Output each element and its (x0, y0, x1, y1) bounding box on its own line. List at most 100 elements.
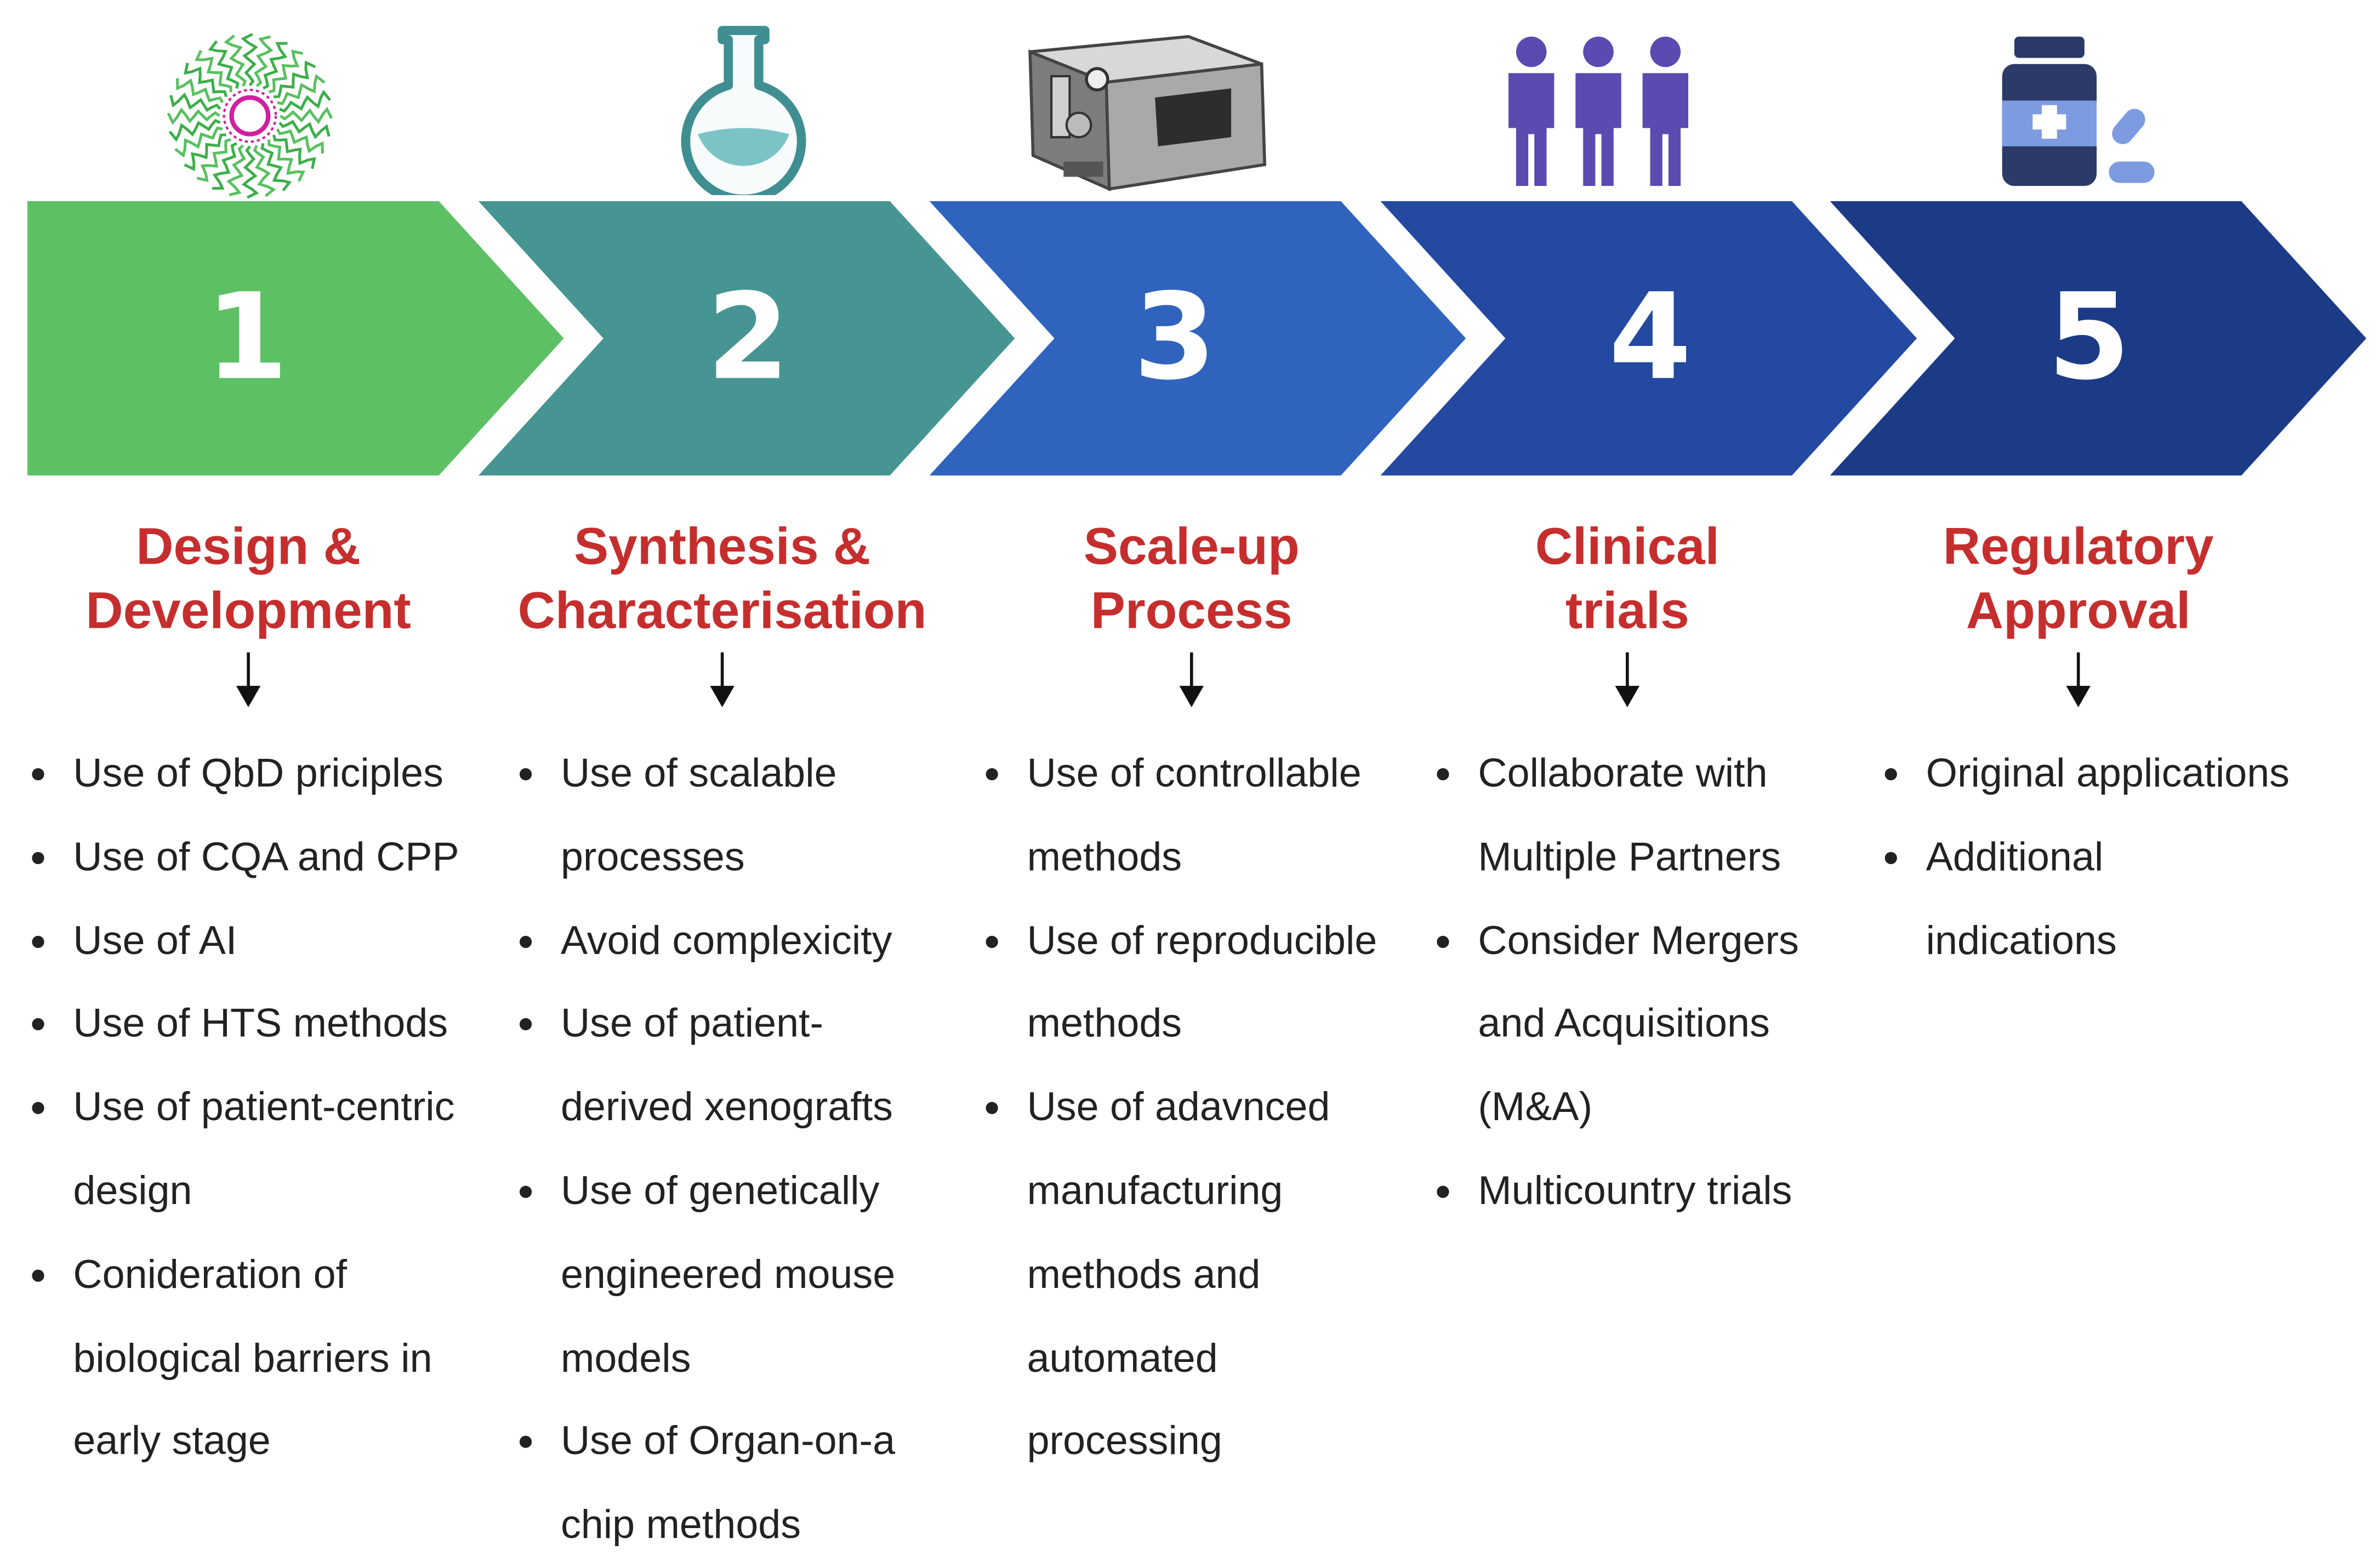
step-number-2: 2 (707, 268, 789, 406)
bullet-item-line: Additional (1926, 833, 2104, 879)
down-arrow-icon (2066, 652, 2091, 707)
bullet-item: Use of patient-centric design (27, 1066, 469, 1233)
stage-title-line: Regulatory (1943, 518, 2214, 576)
bullet-item-line: Multicountry trials (1478, 1167, 1792, 1213)
down-arrow-icon (1179, 652, 1204, 707)
chevron-step-1 (27, 201, 564, 476)
bullet-item: Use of genetically engineered mouse models (515, 1149, 957, 1400)
bullet-item-line: engineered mouse (560, 1251, 896, 1297)
stage-title-4: Clinical trials (1432, 515, 1823, 644)
bullet-item: Original applications (1880, 731, 2322, 815)
bullet-item: Avoid complexicity (515, 899, 957, 982)
step-chevrons: 1 2 3 4 5 (27, 201, 2367, 476)
bullet-item-line: Collaborate with (1478, 750, 1768, 796)
bullet-item-line: early stage (73, 1418, 271, 1464)
stage-title-line: Clinical (1535, 518, 1719, 576)
chevron-step-4 (1380, 201, 1917, 476)
bullet-item-line: Use of adavnced (1027, 1083, 1330, 1130)
bullet-item: Use of patient-derived xenografts (515, 982, 957, 1149)
chevron-step-2 (478, 201, 1015, 476)
people-icon (1508, 36, 1689, 186)
bullet-item: Use of scalable processes (515, 731, 957, 899)
bullet-item: Use of adavnced manufacturing methods and a… (981, 1066, 1423, 1484)
bullet-item-line: processes (560, 833, 745, 879)
step-number-5: 5 (2048, 268, 2131, 406)
bullet-item-line: design (73, 1167, 192, 1213)
bullet-item-line: manufacturing (1027, 1167, 1283, 1213)
stage-title-line: Approval (1966, 582, 2191, 640)
bullet-item-line: Use of QbD priciples (73, 750, 443, 796)
stage-title-line: trials (1565, 582, 1689, 640)
stage-title-1: Design & Development (27, 515, 469, 644)
stage-title-line: Development (86, 582, 411, 640)
down-arrow-icon (710, 652, 735, 707)
bullet-item-line: Use of HTS methods (73, 1000, 448, 1047)
bullet-item: Use of HTS methods (27, 982, 469, 1065)
bullet-item-line: Use of Organ-on-a (560, 1418, 896, 1464)
bullet-item: Use of CQA and CPP (27, 815, 469, 899)
down-arrow-icon (1615, 652, 1640, 707)
bullet-item-line: methods (1027, 1000, 1182, 1047)
bullet-item: Use of controllable methods (981, 731, 1423, 899)
bullet-item-line: indications (1926, 917, 2117, 963)
bullet-item-line: and Acquisitions (1478, 1000, 1770, 1047)
bullet-item-line: Use of genetically (560, 1167, 880, 1213)
bullet-item-line: Use of scalable (560, 750, 837, 796)
bullet-item: Multicountry trials (1432, 1149, 1874, 1233)
bullet-item: Additional indications (1880, 815, 2322, 983)
stage-title-line: Characterisation (517, 582, 927, 640)
bullet-item-line: derived xenografts (560, 1083, 893, 1130)
bullet-item: Consider Mergers and Acquisitions (M&A) (1432, 899, 1874, 1149)
stage-title-line: Scale-up (1083, 518, 1300, 576)
manufacturing-machine-icon (1028, 35, 1267, 192)
bullet-item-line: Use of controllable (1027, 750, 1362, 796)
bullet-item: Use of AI (27, 899, 469, 982)
chevron-step-3 (929, 201, 1466, 476)
bullet-item: Use of reproducible methods (981, 899, 1423, 1066)
bullet-item-line: Use of reproducible (1027, 917, 1377, 963)
chevron-step-5 (1830, 201, 2367, 476)
bullet-item-line: automated (1027, 1334, 1218, 1381)
bullet-item-line: chip methods (560, 1501, 801, 1547)
bullet-item-line: models (560, 1334, 691, 1381)
bullet-item: Use of Organ-on-a chip methods (515, 1400, 957, 1567)
bullet-item: Conideration of biological barriers in ear… (27, 1233, 469, 1483)
bullet-item-line: methods and (1027, 1251, 1261, 1297)
step-number-3: 3 (1134, 268, 1216, 406)
bullet-item-line: Consider Mergers (1478, 917, 1799, 963)
bullet-item-line: methods (1027, 833, 1182, 879)
down-arrow-icon (236, 652, 261, 707)
bullet-item-line: Use of patient-centric (73, 1083, 455, 1130)
bullet-item-line: Original applications (1926, 750, 2290, 796)
nanoparticle-icon (167, 33, 333, 199)
step-number-4: 4 (1609, 268, 1692, 406)
flask-icon (681, 26, 806, 195)
stage-title-2: Synthesis & Characterisation (515, 515, 930, 644)
bullet-item-line: Multiple Partners (1478, 833, 1781, 879)
stage-title-line: Synthesis & (574, 518, 871, 576)
step-number-1: 1 (206, 268, 288, 406)
stage-title-line: Process (1090, 582, 1293, 640)
bullet-item-line: Use of patient- (560, 1000, 824, 1047)
stage-title-line: Design & (136, 518, 361, 576)
bullet-item-line: (M&A) (1478, 1083, 1593, 1130)
bullet-item-line: Use of AI (73, 917, 237, 963)
bullet-item: Use of QbD priciples (27, 731, 469, 815)
medicine-bottle-icon (2002, 36, 2155, 186)
bullet-item-line: Avoid complexicity (560, 917, 892, 963)
bullet-item-line: Conideration of (73, 1251, 348, 1297)
bullet-item-line: biological barriers in (73, 1334, 432, 1381)
